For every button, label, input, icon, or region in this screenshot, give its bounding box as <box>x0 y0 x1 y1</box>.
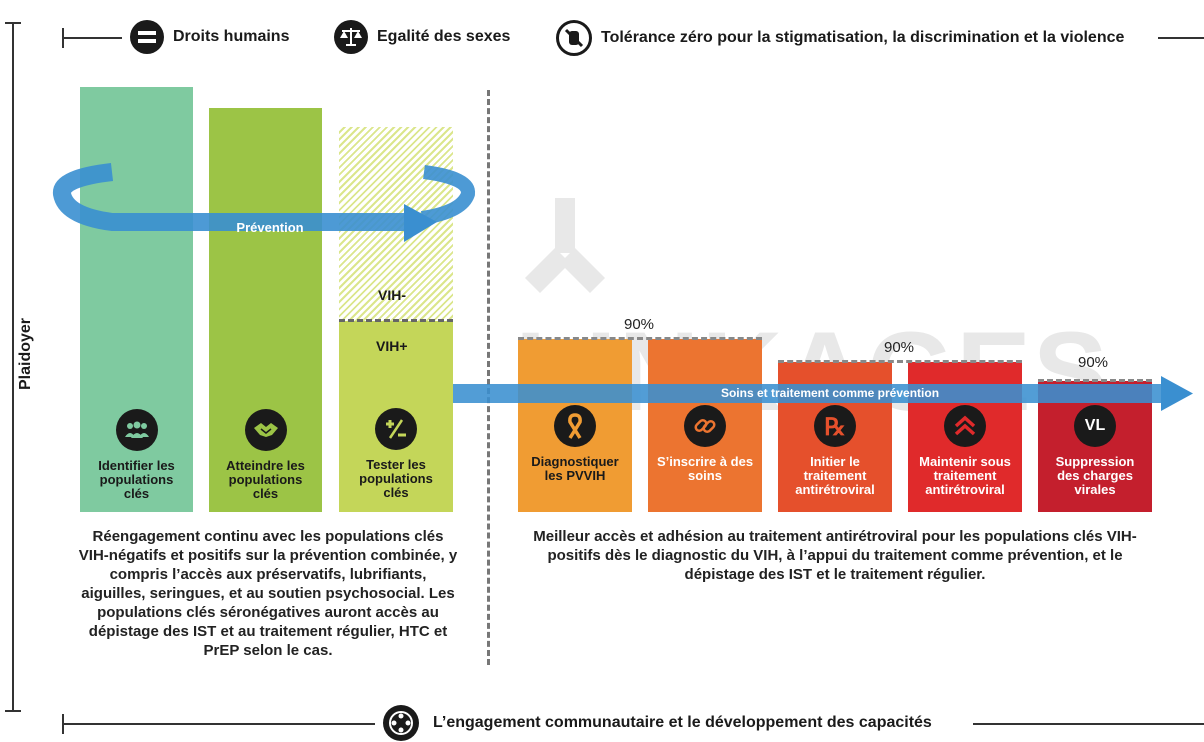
care-arrow <box>453 376 1193 411</box>
header-gender-equality: Egalité des sexes <box>334 20 510 54</box>
header-zero-tolerance: Tolérance zéro pour la stigmatisation, l… <box>556 20 1124 56</box>
plus-minus-icon <box>375 408 417 450</box>
left-description: Réengagement continu avec les population… <box>78 528 458 659</box>
side-bracket-bottom <box>5 710 21 712</box>
side-label-plaidoyer: Plaidoyer <box>17 314 35 394</box>
chevrons-up-icon <box>944 405 986 447</box>
target-label-3: 90% <box>1078 354 1109 371</box>
prevention-label: Prévention <box>236 220 304 235</box>
target-line-1 <box>518 337 762 340</box>
target-label-1: 90% <box>624 316 655 333</box>
community-icon <box>383 705 419 741</box>
footer-line-left <box>62 723 375 725</box>
footer-line-right <box>973 723 1204 725</box>
bar-inscrire: S’inscrire à des soins <box>648 339 762 512</box>
vih-divider <box>339 319 453 322</box>
linkages-logo-icon <box>525 198 605 293</box>
header-human-rights: Droits humains <box>130 20 289 54</box>
target-label-2: 90% <box>884 339 915 356</box>
bar-identifier: Identifier les populations clés <box>80 87 193 512</box>
bar-diagnostiquer-label: Diagnostiquer les PVVIH <box>531 454 619 483</box>
ribbon-icon <box>554 405 596 447</box>
link-icon <box>684 405 726 447</box>
scales-icon <box>334 20 368 54</box>
vih-negative-label: VIH- <box>378 287 406 303</box>
care-label: Soins et traitement comme prévention <box>720 386 940 400</box>
target-line-3 <box>1038 379 1152 382</box>
header-line-right <box>1158 37 1204 39</box>
section-divider <box>487 90 490 665</box>
bar-atteindre-label: Atteindre les populations clés <box>226 458 305 501</box>
bar-identifier-label: Identifier les populations clés <box>98 458 175 501</box>
prevention-loop-arrow <box>53 163 475 242</box>
vl-icon: VL <box>1074 405 1116 447</box>
target-line-2 <box>778 360 1022 363</box>
footer-community-label: L’engagement communautaire et le dévelop… <box>433 714 932 731</box>
bar-tester-label: Tester les populations clés <box>359 457 433 500</box>
bar-atteindre: Atteindre les populations clés <box>209 108 322 512</box>
side-bracket-line <box>12 22 14 712</box>
right-description: Meilleur accès et adhésion au traitement… <box>533 528 1137 583</box>
stop-hand-icon <box>556 20 592 56</box>
equals-icon <box>130 20 164 54</box>
bar-diagnostiquer: Diagnostiquer les PVVIH <box>518 339 632 512</box>
bar-initier-label: Initier le traitement antirétroviral <box>795 454 875 497</box>
bar-inscrire-label: S’inscrire à des soins <box>656 454 754 483</box>
header-zero-tolerance-label: Tolérance zéro pour la stigmatisation, l… <box>601 29 1125 46</box>
bar-maintenir-label: Maintenir sous traitement antirétroviral <box>919 454 1011 497</box>
side-bracket-top <box>5 22 21 24</box>
bar-suppression-label: Suppression des charges virales <box>1055 454 1135 497</box>
footer-community: L’engagement communautaire et le dévelop… <box>383 705 932 741</box>
header-human-rights-label: Droits humains <box>173 28 290 45</box>
header-line-left <box>62 37 122 39</box>
rx-icon: ℞ <box>814 405 856 447</box>
header-gender-equality-label: Egalité des sexes <box>377 28 511 45</box>
people-icon <box>115 409 158 451</box>
vih-positive-label: VIH+ <box>376 338 408 354</box>
bar-tester: Tester les populations clés <box>339 321 453 512</box>
handshake-icon <box>244 409 287 451</box>
